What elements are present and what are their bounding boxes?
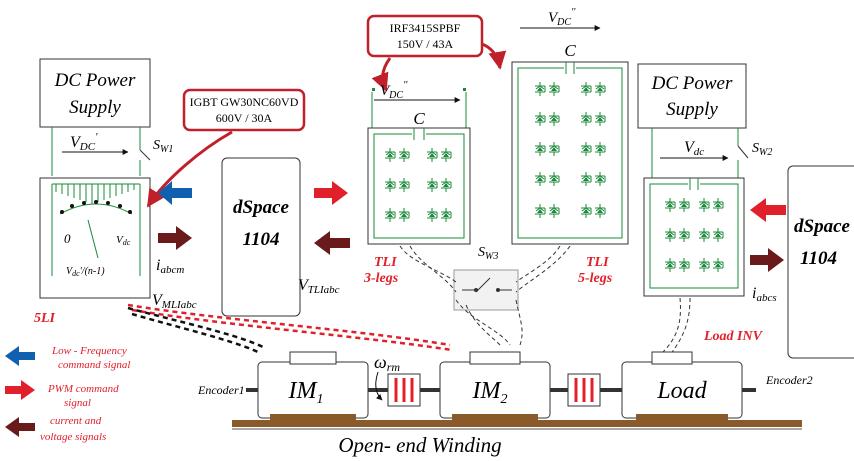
tli5-label-line1: TLI bbox=[586, 255, 609, 270]
red-arrow-load bbox=[750, 198, 786, 222]
tli3-label-line1: TLI bbox=[374, 255, 397, 270]
base-plate bbox=[232, 420, 802, 427]
dspace-left bbox=[221, 157, 301, 317]
dspace-right-line2: 1104 bbox=[800, 248, 837, 269]
dc-supply-left-line2: Supply bbox=[69, 97, 121, 118]
cables bbox=[399, 245, 691, 356]
pwm-cables bbox=[127, 303, 453, 352]
vdc-prime-left: VDC' bbox=[70, 131, 98, 153]
sw2-label: SW2 bbox=[752, 141, 772, 158]
v-tli-label: VTLIabc bbox=[298, 277, 340, 296]
legend-red-arrow-icon bbox=[5, 380, 35, 400]
igbt-callout bbox=[182, 88, 306, 132]
tli-3-legs bbox=[367, 127, 471, 245]
dc-supply-left-line1: DC Power bbox=[54, 70, 136, 91]
irf-callout-line2: 150V / 43A bbox=[397, 37, 454, 51]
legend-current-line2: voltage signals bbox=[40, 431, 106, 443]
vdc-dprime-tli3: VDC'' bbox=[380, 80, 408, 101]
brown-arrow-tli3 bbox=[314, 231, 350, 255]
cap-tli5: C bbox=[564, 41, 576, 60]
red-arrow-tli3 bbox=[314, 181, 348, 205]
dspace-left-line2: 1104 bbox=[243, 229, 280, 250]
load-inverter bbox=[643, 177, 745, 297]
tli3-label-line2: 3-legs bbox=[363, 271, 399, 286]
encoder1-label: Encoder1 bbox=[197, 383, 245, 397]
legend-blue-arrow-icon bbox=[5, 346, 35, 366]
i-abcm-label: iabcm bbox=[156, 257, 184, 276]
legend-current-line1: current and bbox=[50, 415, 102, 427]
v-mli-label: VMLIabc bbox=[152, 292, 197, 311]
legend-pwm-line1: PWM command bbox=[47, 383, 119, 395]
vdc-step-label: Vdc'/(n-1) bbox=[66, 266, 105, 278]
dc-supply-right bbox=[637, 63, 747, 129]
vdc-small-label: Vdc bbox=[116, 234, 131, 247]
tli5-label-line2: 5-legs bbox=[578, 271, 613, 286]
brown-arrow-5li bbox=[158, 226, 192, 250]
i-abcs-label: iabcs bbox=[752, 285, 777, 304]
legend-brown-arrow-icon bbox=[5, 417, 35, 437]
encoder2-label: Encoder2 bbox=[765, 373, 813, 387]
vdc-dprime-tli5: VDC'' bbox=[548, 7, 576, 28]
dc-supply-right-line1: DC Power bbox=[651, 73, 733, 94]
legend-low-freq-line1: Low - Frequency bbox=[51, 345, 127, 357]
sw3-label: SW3 bbox=[478, 245, 498, 262]
irf-callout bbox=[366, 14, 484, 58]
dspace-left-line1: dSpace bbox=[233, 197, 290, 218]
omega-label: ωrm bbox=[374, 352, 400, 374]
legend-low-freq-line2: command signal bbox=[58, 359, 130, 371]
irf-callout-line1: IRF3415SPBF bbox=[390, 21, 461, 35]
dspace-right bbox=[787, 165, 854, 359]
igbt-callout-line1: IGBT GW30NC60VD bbox=[190, 95, 299, 109]
dc-supply-right-line2: Supply bbox=[666, 99, 718, 120]
five-level-inverter bbox=[39, 177, 151, 299]
im1-label: IM1 bbox=[288, 378, 324, 407]
dspace-right-line1: dSpace bbox=[794, 216, 851, 237]
cap-tli3: C bbox=[413, 109, 425, 128]
open-end-winding-label: Open- end Winding bbox=[338, 433, 501, 457]
legend-pwm-line2: signal bbox=[64, 397, 91, 409]
igbt-callout-line2: 600V / 30A bbox=[216, 111, 273, 125]
blue-arrow-left bbox=[158, 181, 192, 205]
sw1-label: SW1 bbox=[153, 138, 173, 155]
brown-arrow-load bbox=[750, 248, 784, 272]
zero-label: 0 bbox=[64, 231, 71, 246]
dc-supply-left bbox=[39, 58, 151, 128]
tli-5-legs bbox=[511, 61, 629, 245]
five-li-label: 5LI bbox=[34, 311, 56, 326]
load-inv-label: Load INV bbox=[703, 329, 764, 344]
im2-label: IM2 bbox=[472, 378, 508, 407]
load-label: Load bbox=[656, 378, 707, 404]
vdc-right: Vdc bbox=[684, 139, 704, 158]
